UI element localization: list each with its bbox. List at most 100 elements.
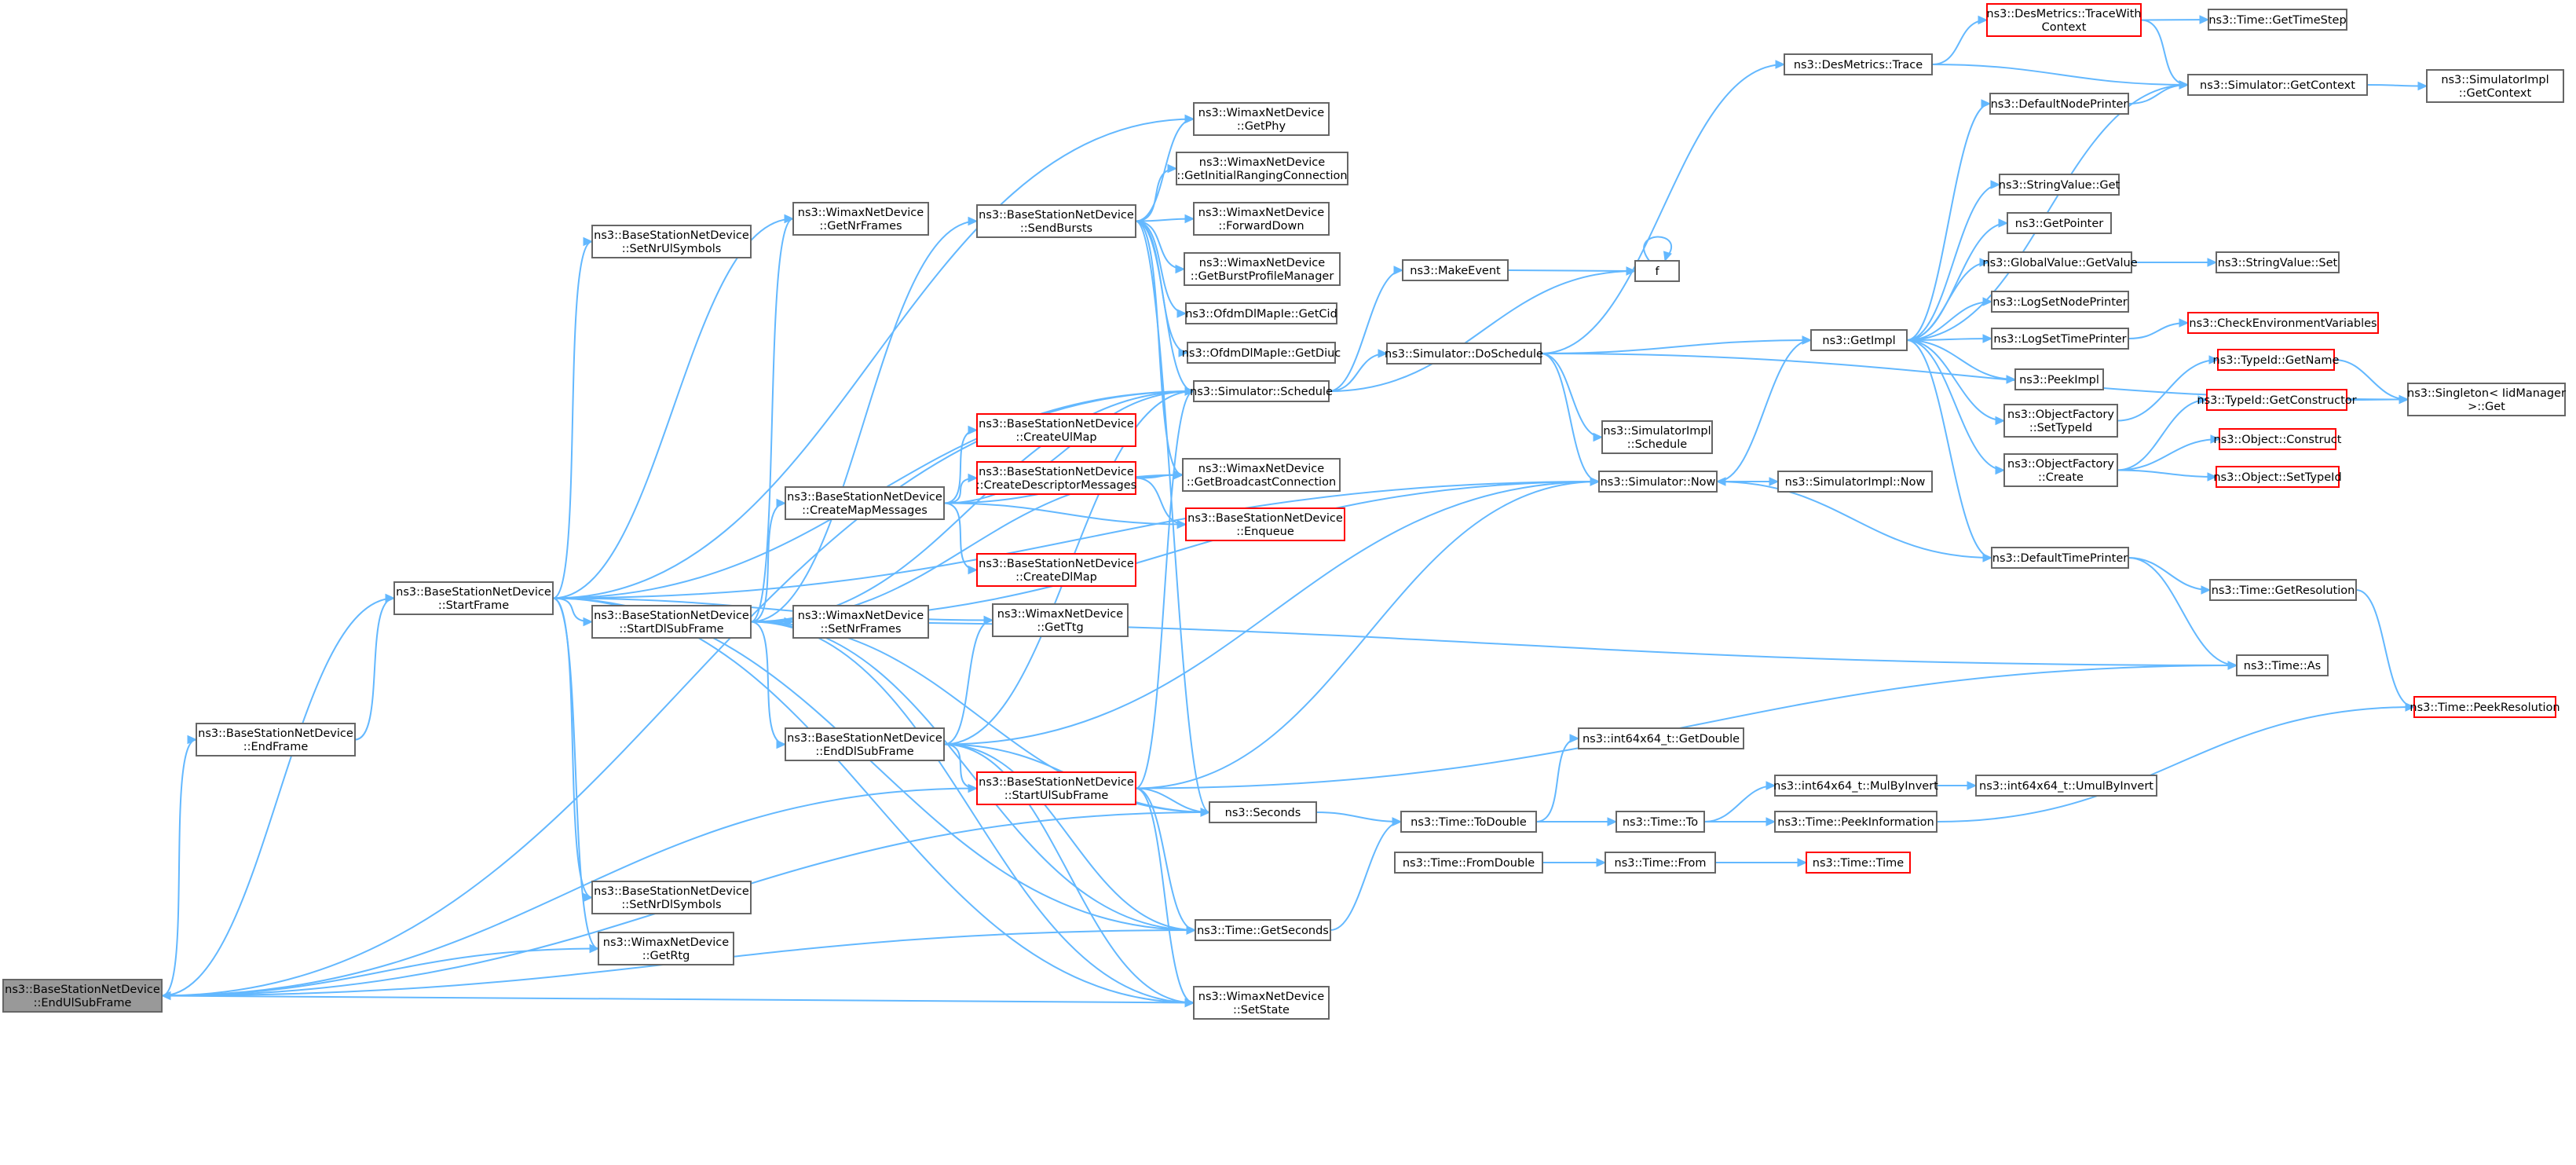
node-enqueue[interactable]: ns3::BaseStationNetDevice::Enqueue [1185, 507, 1345, 541]
node-set-state[interactable]: ns3::WimaxNetDevice::SetState [1193, 986, 1330, 1020]
node-box [393, 581, 554, 615]
node-time-as[interactable]: ns3::Time::As [2236, 654, 2329, 676]
node-from-double[interactable]: ns3::Time::FromDouble [1394, 852, 1543, 874]
node-to-double[interactable]: ns3::Time::ToDouble [1400, 811, 1537, 833]
node-umul-by-invert[interactable]: ns3::int64x64_t::UmulByInvert [1975, 775, 2157, 797]
node-time-time[interactable]: ns3::Time::Time [1806, 852, 1911, 874]
node-create-desc[interactable]: ns3::BaseStationNetDevice::CreateDescrip… [976, 461, 1136, 495]
node-peek-resolution[interactable]: ns3::Time::PeekResolution [2410, 696, 2560, 718]
node-str-val-get[interactable]: ns3::StringValue::Get [1999, 174, 2120, 196]
edge-root-to-set-state [161, 995, 1195, 1008]
edge-arrowhead [2201, 585, 2212, 595]
node-of-create[interactable]: ns3::ObjectFactory::Create [2003, 453, 2118, 487]
node-log-set-time[interactable]: ns3::LogSetTimePrinter [1991, 328, 2129, 350]
node-set-nr-ul-symbols[interactable]: ns3::BaseStationNetDevice::SetNrUlSymbol… [591, 225, 752, 258]
node-label: ns3::Simulator::Now [1601, 476, 1716, 489]
node-label: ns3::Time::ToDouble [1411, 816, 1527, 829]
node-create-dl-map[interactable]: ns3::BaseStationNetDevice::CreateDlMap [976, 553, 1136, 587]
edge-start-frame-to-get-phy [552, 114, 1195, 599]
node-gv-get-value[interactable]: ns3::GlobalValue::GetValue [1982, 251, 2138, 273]
node-i64-get-double[interactable]: ns3::int64x64_t::GetDouble [1578, 727, 1744, 749]
node-sim-impl-get-context[interactable]: ns3::SimulatorImpl::GetContext [2426, 69, 2564, 103]
node-def-node-printer[interactable]: ns3::DefaultNodePrinter [1989, 93, 2129, 115]
node-label: ::EndUlSubFrame [34, 997, 132, 1009]
node-singleton-get[interactable]: ns3::Singleton< IidManager>::Get [2407, 383, 2566, 416]
node-f[interactable]: f [1634, 260, 1680, 282]
edge-arrowhead [1596, 858, 1607, 867]
node-type-id-get-name[interactable]: ns3::TypeId::GetName [2213, 349, 2340, 371]
node-time-from[interactable]: ns3::Time::From [1605, 852, 1716, 874]
node-obj-construct[interactable]: ns3::Object::Construct [2214, 428, 2342, 450]
edge-arrowhead [1967, 781, 1978, 790]
node-start-dl[interactable]: ns3::BaseStationNetDevice::StartDlSubFra… [591, 605, 752, 639]
node-schedule[interactable]: ns3::Simulator::Schedule [1190, 380, 1333, 402]
node-label: ns3::int64x64_t::MulByInvert [1773, 780, 1938, 793]
node-check-env[interactable]: ns3::CheckEnvironmentVariables [2187, 312, 2379, 334]
node-get-context[interactable]: ns3::Simulator::GetContext [2187, 74, 2368, 96]
node-send-bursts[interactable]: ns3::BaseStationNetDevice::SendBursts [976, 204, 1136, 238]
node-obj-set-type-id[interactable]: ns3::Object::SetTypeId [2213, 466, 2342, 488]
node-str-val-set[interactable]: ns3::StringValue::Set [2216, 251, 2340, 273]
node-get-seconds[interactable]: ns3::Time::GetSeconds [1195, 919, 1331, 941]
node-create-map[interactable]: ns3::BaseStationNetDevice::CreateMapMess… [785, 486, 945, 520]
node-get-nr-frames[interactable]: ns3::WimaxNetDevice::GetNrFrames [792, 202, 929, 236]
edge-do-schedule-to-sim-impl-schedule [1540, 353, 1604, 442]
node-of-set-type-id[interactable]: ns3::ObjectFactory::SetTypeId [2003, 404, 2118, 438]
node-time-to[interactable]: ns3::Time::To [1615, 811, 1705, 833]
node-des-trace[interactable]: ns3::DesMetrics::Trace [1784, 53, 1933, 75]
node-start-frame[interactable]: ns3::BaseStationNetDevice::StartFrame [393, 581, 554, 615]
node-end-frame[interactable]: ns3::BaseStationNetDevice::EndFrame [196, 723, 356, 757]
node-label: ::GetPhy [1237, 120, 1286, 133]
node-mul-by-invert[interactable]: ns3::int64x64_t::MulByInvert [1773, 775, 1938, 797]
node-label: ::SetNrFrames [820, 623, 901, 636]
node-seconds[interactable]: ns3::Seconds [1209, 801, 1317, 823]
node-label: ns3::DefaultTimePrinter [1992, 552, 2128, 565]
node-root[interactable]: ns3::BaseStationNetDevice::EndUlSubFrame [2, 979, 163, 1013]
node-log-set-node[interactable]: ns3::LogSetNodePrinter [1991, 291, 2129, 313]
node-label: ::Schedule [1627, 438, 1687, 451]
node-set-nr-frames[interactable]: ns3::WimaxNetDevice::SetNrFrames [792, 605, 929, 639]
node-type-id-get-ctor[interactable]: ns3::TypeId::GetConstructor [2197, 389, 2357, 411]
node-box [976, 771, 1136, 805]
node-set-nr-dl-symbols[interactable]: ns3::BaseStationNetDevice::SetNrDlSymbol… [591, 881, 752, 914]
node-get-init-ranging[interactable]: ns3::WimaxNetDevice::GetInitialRangingCo… [1176, 152, 1348, 185]
node-start-ul[interactable]: ns3::BaseStationNetDevice::StartUlSubFra… [976, 771, 1136, 805]
edge-trace-with-context-to-get-time-step [2140, 15, 2210, 24]
node-make-event[interactable]: ns3::MakeEvent [1402, 259, 1509, 281]
node-get-impl[interactable]: ns3::GetImpl [1810, 329, 1908, 351]
node-get-diuc[interactable]: ns3::OfdmDlMapIe::GetDiuc [1182, 342, 1341, 364]
node-get-pointer[interactable]: ns3::GetPointer [2007, 212, 2112, 234]
node-get-time-step[interactable]: ns3::Time::GetTimeStep [2208, 9, 2347, 31]
node-get-phy[interactable]: ns3::WimaxNetDevice::GetPhy [1193, 102, 1330, 136]
node-label: ns3::BaseStationNetDevice [787, 491, 942, 504]
edge-line [1906, 184, 2000, 341]
node-get-ttg[interactable]: ns3::WimaxNetDevice::GetTtg [992, 603, 1129, 637]
node-peek-impl[interactable]: ns3::PeekImpl [2014, 368, 2104, 390]
node-create-ul-map[interactable]: ns3::BaseStationNetDevice::CreateUlMap [976, 413, 1136, 447]
node-label: ns3::WimaxNetDevice [1198, 107, 1324, 119]
node-box [1991, 547, 2129, 569]
node-forward-down[interactable]: ns3::WimaxNetDevice::ForwardDown [1193, 202, 1330, 236]
node-peek-info[interactable]: ns3::Time::PeekInformation [1774, 811, 1937, 833]
node-label: ns3::BaseStationNetDevice [979, 558, 1134, 570]
node-def-time-printer[interactable]: ns3::DefaultTimePrinter [1991, 547, 2129, 569]
node-get-rtg[interactable]: ns3::WimaxNetDevice::GetRtg [598, 932, 734, 965]
node-box [591, 881, 752, 914]
node-get-cid[interactable]: ns3::OfdmDlMapIe::GetCid [1185, 302, 1337, 324]
node-box [976, 204, 1136, 238]
edge-arrowhead [983, 615, 994, 625]
node-get-resolution[interactable]: ns3::Time::GetResolution [2209, 579, 2357, 601]
node-do-schedule[interactable]: ns3::Simulator::DoSchedule [1385, 343, 1543, 365]
node-get-broadcast[interactable]: ns3::WimaxNetDevice::GetBroadcastConnect… [1182, 458, 1341, 492]
node-get-burst-profile[interactable]: ns3::WimaxNetDevice::GetBurstProfileMana… [1184, 252, 1341, 286]
node-end-dl[interactable]: ns3::BaseStationNetDevice::EndDlSubFrame [785, 727, 945, 761]
edge-arrowhead [2179, 80, 2190, 90]
edge-start-dl-to-create-map [750, 498, 787, 623]
node-now[interactable]: ns3::Simulator::Now [1598, 471, 1718, 493]
edge-line [943, 743, 1195, 1004]
edge-arrowhead [1982, 334, 1993, 343]
node-sim-impl-schedule[interactable]: ns3::SimulatorImpl::Schedule [1601, 420, 1713, 454]
node-sim-impl-now[interactable]: ns3::SimulatorImpl::Now [1777, 471, 1933, 493]
